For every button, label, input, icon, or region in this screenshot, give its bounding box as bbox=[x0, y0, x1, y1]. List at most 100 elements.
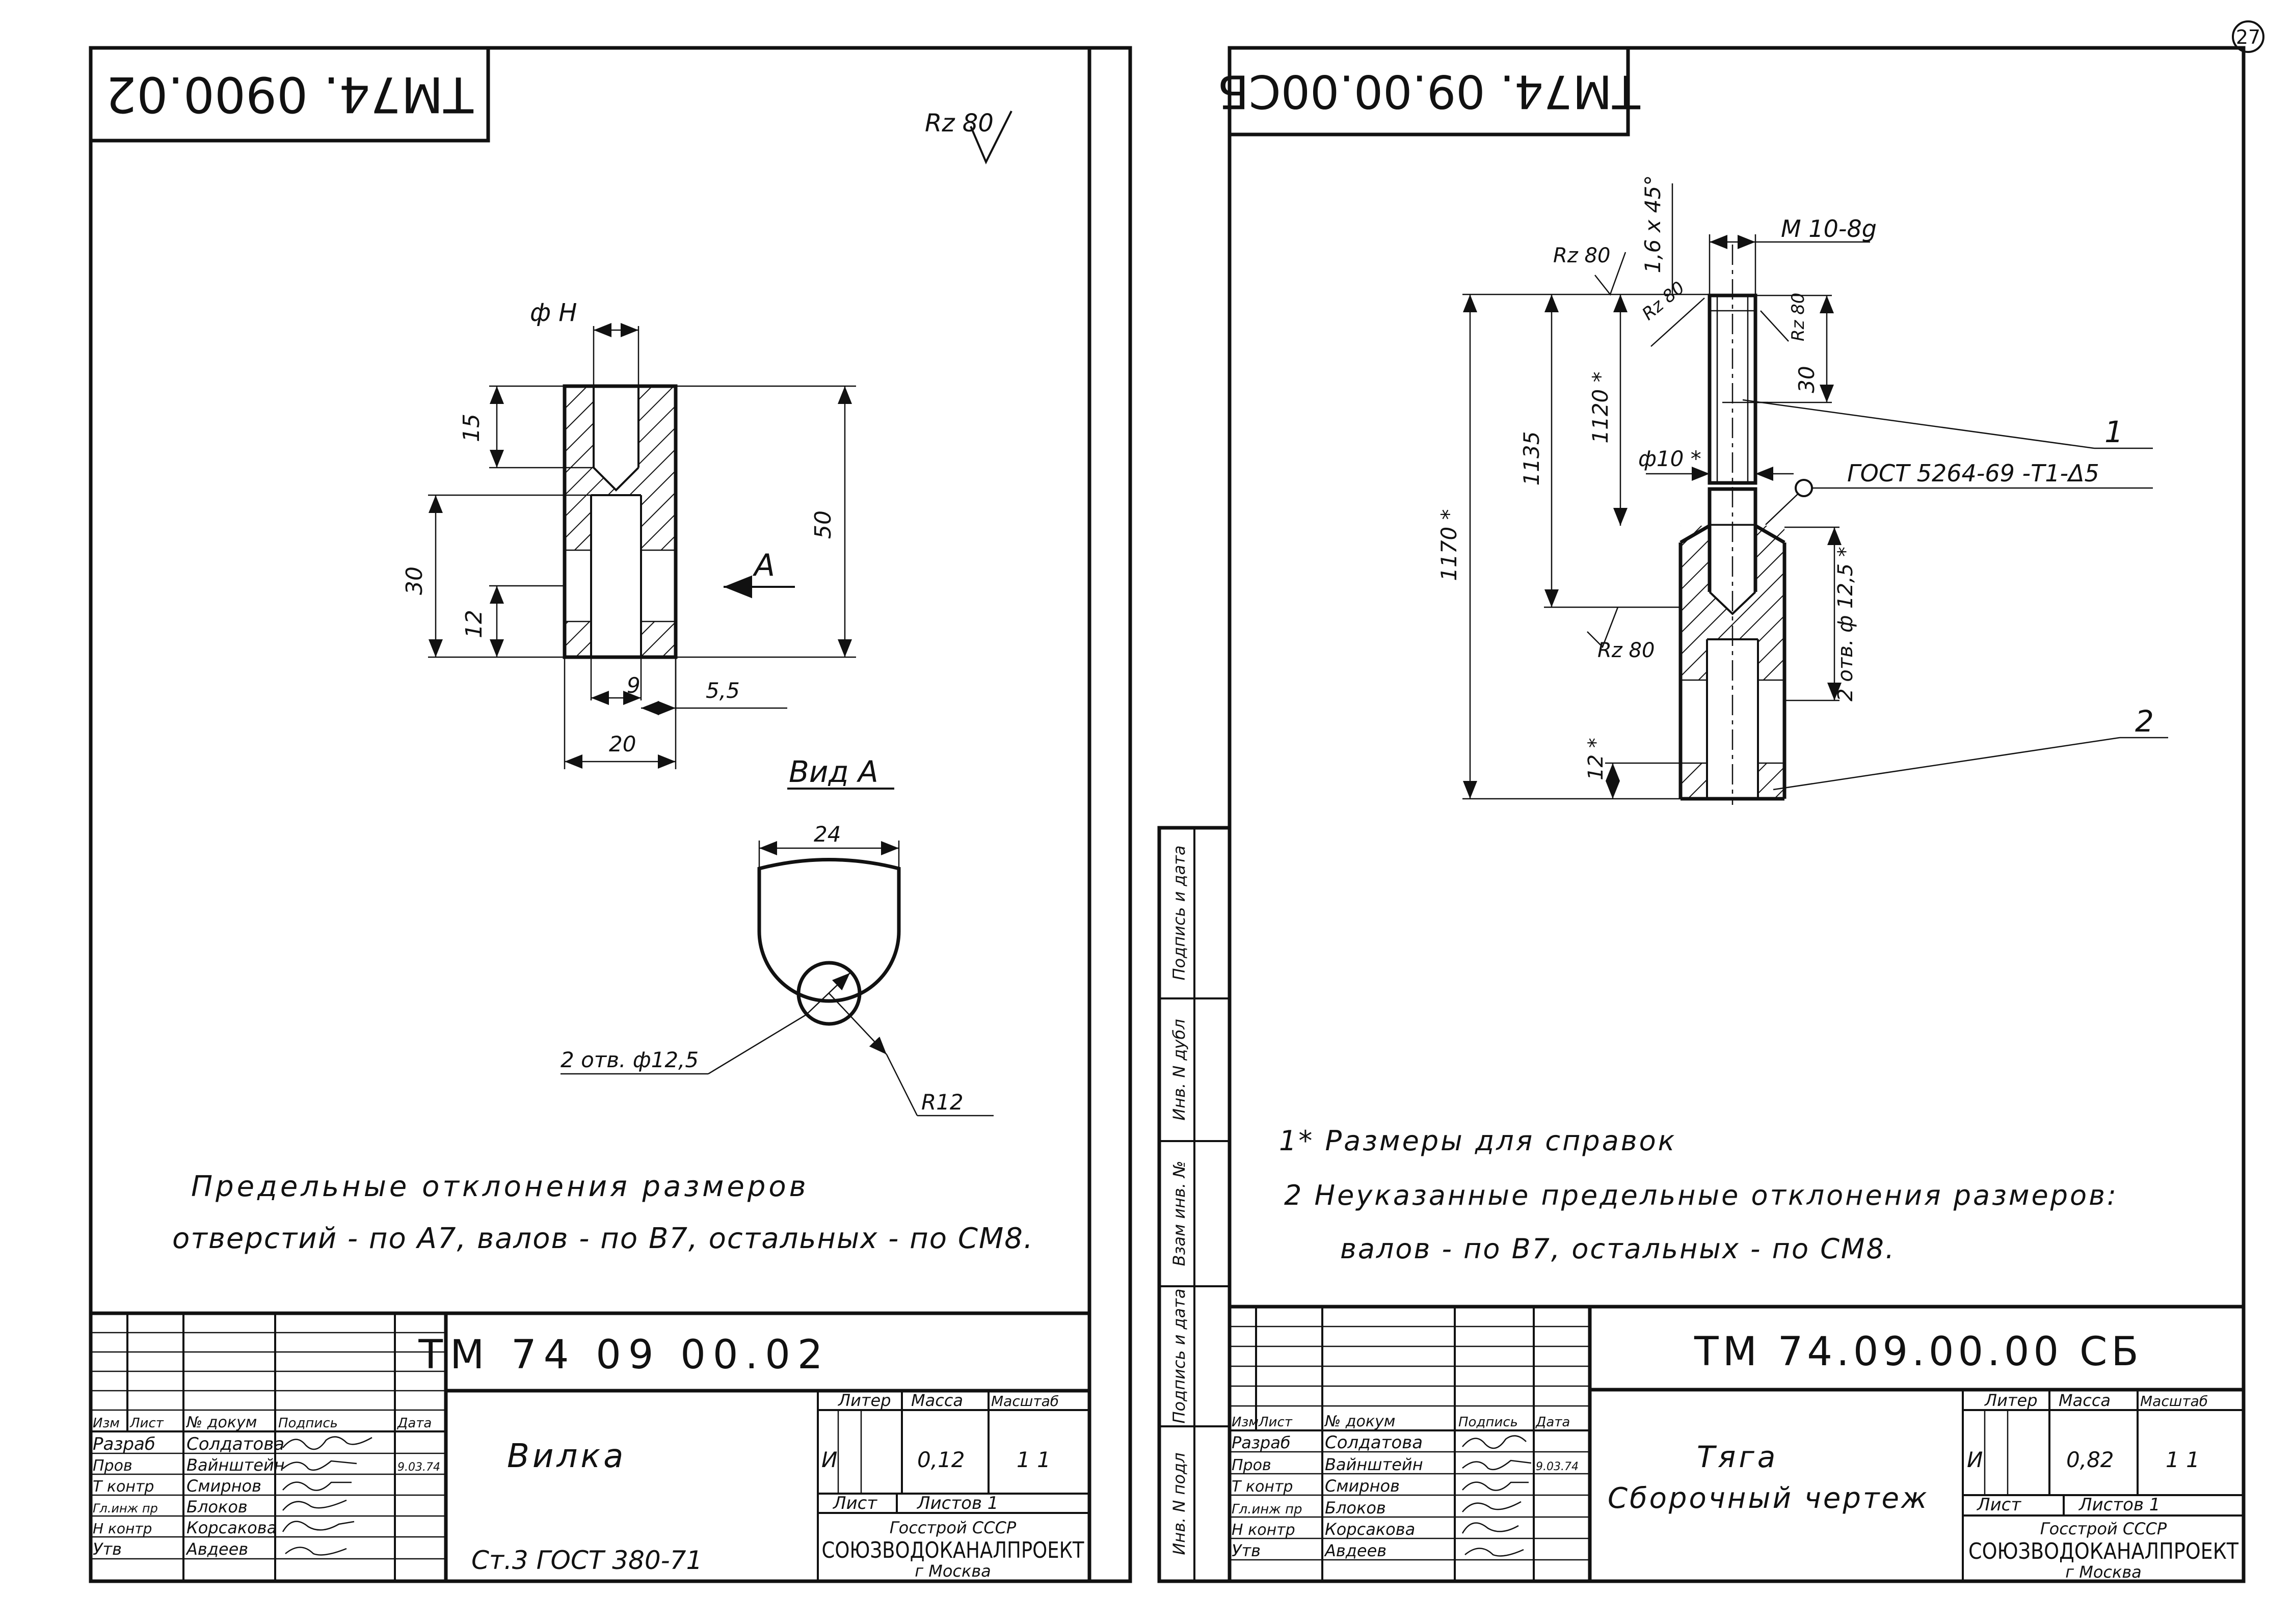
right-doc-number: ТМ 74.09.00.00 СБ bbox=[1694, 1329, 2143, 1375]
right-sheets-label: Листов 1 bbox=[2078, 1495, 2160, 1515]
left-title-block: ТМ 74 09 00.02 Вилка Ст.3 ГОСТ 380-71 Ли… bbox=[91, 1311, 1089, 1581]
dim-1135: 1135 bbox=[1519, 431, 1544, 486]
right-person-4: Блоков bbox=[1325, 1498, 1386, 1518]
dim-1170: 1170 * bbox=[1436, 509, 1461, 581]
rz-top: Rz 80 bbox=[1553, 244, 1610, 267]
left-note-line2: отверстий - по А7, валов - по В7, осталь… bbox=[172, 1222, 1034, 1255]
right-header-date: Дата bbox=[1535, 1415, 1570, 1430]
dim-thread: М 10-8g bbox=[1781, 215, 1877, 242]
rod-assembly bbox=[1678, 245, 1787, 805]
left-role-2: Пров bbox=[93, 1457, 132, 1475]
left-person-5: Корсакова bbox=[186, 1518, 277, 1537]
right-role-3: Т контр bbox=[1232, 1478, 1293, 1496]
pos-1: 1 bbox=[2104, 415, 2123, 449]
left-person-4: Блоков bbox=[186, 1497, 248, 1517]
view-a-hole bbox=[796, 961, 862, 1026]
left-header-sign: Подпись bbox=[278, 1416, 338, 1431]
dim-50: 50 bbox=[810, 510, 836, 539]
right-note-2b: валов - по В7, остальных - по СМ8. bbox=[1340, 1233, 1896, 1265]
pos-2: 2 bbox=[2135, 704, 2154, 739]
left-person-2: Вайнштейн bbox=[186, 1455, 285, 1475]
view-a-contour bbox=[757, 858, 901, 1003]
right-role-5: Н контр bbox=[1232, 1521, 1295, 1539]
right-part-name: Тяга bbox=[1697, 1440, 1778, 1474]
fork-dimensions: ф Н 15 50 30 12 9 5,5 bbox=[402, 299, 856, 769]
strip-label-inv-dup: Инв. N дубл bbox=[1169, 1019, 1189, 1120]
left-org-line2: СОЮЗВОДОКАНАЛПРОЕКТ bbox=[822, 1537, 1084, 1563]
dim-r12: R12 bbox=[921, 1090, 964, 1115]
left-lit-header: Литер bbox=[838, 1391, 891, 1410]
view-arrow-a: А bbox=[752, 548, 775, 583]
dim-9: 9 bbox=[627, 673, 641, 698]
dim-1120: 1120 * bbox=[1588, 371, 1613, 443]
right-sheet-label: Лист bbox=[1976, 1495, 2021, 1515]
left-sheets-label: Листов 1 bbox=[916, 1493, 998, 1513]
left-scale: 1 1 bbox=[1017, 1447, 1051, 1472]
right-stamp-text: ТМ74. 09.00.00СБ bbox=[1217, 65, 1641, 118]
weld-spec: ГОСТ 5264-69 -Т1-Δ5 bbox=[1847, 459, 2099, 487]
left-role-5: Н контр bbox=[93, 1520, 152, 1537]
rz-right: Rz 80 bbox=[1788, 292, 1808, 341]
right-role-6: Утв bbox=[1232, 1541, 1261, 1560]
page-number: 27 bbox=[2236, 26, 2260, 48]
strip-label-inv-orig: Инв. N подл bbox=[1169, 1452, 1189, 1555]
left-inverted-stamp bbox=[89, 46, 490, 143]
right-role-4: Гл.инж пр bbox=[1232, 1502, 1302, 1517]
roughness-symbol-icon bbox=[970, 111, 1012, 165]
right-date: 9.03.74 bbox=[1536, 1460, 1579, 1473]
right-role-2: Пров bbox=[1232, 1456, 1271, 1474]
left-roughness-label: Rz 80 bbox=[925, 109, 994, 138]
dim-phi10: ф10 * bbox=[1638, 446, 1701, 471]
view-a: Вид А 24 2 отв. ф12,5 R12 bbox=[561, 754, 994, 1117]
left-scale-header: Масштаб bbox=[991, 1393, 1059, 1410]
right-person-3: Смирнов bbox=[1325, 1476, 1400, 1496]
view-a-title: Вид А bbox=[789, 754, 878, 789]
left-doc-number: ТМ 74 09 00.02 bbox=[418, 1332, 830, 1378]
strip-label-sign-1: Подпись и дата bbox=[1169, 1288, 1189, 1423]
left-role-3: Т контр bbox=[93, 1478, 154, 1496]
right-frame bbox=[1228, 46, 2246, 1583]
dim-24: 24 bbox=[814, 822, 841, 847]
left-person-1: Солдатова bbox=[186, 1434, 284, 1454]
right-part-name-2: Сборочный чертеж bbox=[1608, 1482, 1929, 1515]
dim-5-5: 5,5 bbox=[706, 678, 740, 703]
left-part-name: Вилка bbox=[507, 1438, 626, 1475]
left-lit: И bbox=[821, 1447, 837, 1472]
dim-12-right: 12 * bbox=[1584, 738, 1608, 780]
right-header-izm: Изм bbox=[1232, 1415, 1259, 1430]
right-inverted-stamp bbox=[1228, 46, 1630, 137]
left-material: Ст.3 ГОСТ 380-71 bbox=[471, 1546, 702, 1575]
dim-15: 15 bbox=[459, 414, 485, 442]
right-org-line3: г Москва bbox=[2065, 1562, 2142, 1582]
right-mass: 0,82 bbox=[2066, 1447, 2114, 1472]
dim-30: 30 bbox=[402, 566, 428, 595]
right-org-line2: СОЮЗВОДОКАНАЛПРОЕКТ bbox=[1968, 1538, 2238, 1564]
left-role-6: Утв bbox=[93, 1539, 122, 1559]
right-lit-header: Литер bbox=[1984, 1391, 2038, 1410]
right-note-1: 1* Размеры для справок bbox=[1279, 1125, 1676, 1157]
right-note-2a: 2 Неуказанные предельные отклонения разм… bbox=[1284, 1179, 2118, 1211]
side-strip: Инв. N подл Подпись и дата Взам инв. № И… bbox=[1087, 46, 1232, 1583]
left-mass: 0,12 bbox=[917, 1447, 965, 1472]
fork-section-view bbox=[563, 384, 678, 659]
dim-20: 20 bbox=[609, 732, 636, 756]
right-scale-header: Масштаб bbox=[2140, 1393, 2208, 1410]
left-note-line1: Предельные отклонения размеров bbox=[191, 1170, 809, 1203]
left-header-date: Дата bbox=[397, 1416, 432, 1431]
left-person-3: Смирнов bbox=[186, 1476, 261, 1496]
right-header-sign: Подпись bbox=[1458, 1415, 1518, 1430]
right-header-list: Лист bbox=[1258, 1415, 1293, 1430]
rz-left: Rz 80 bbox=[1638, 278, 1689, 324]
left-org-line3: г Москва bbox=[915, 1561, 991, 1581]
right-signatures-icon bbox=[1461, 1435, 1532, 1557]
left-date: 9.03.74 bbox=[397, 1461, 440, 1474]
right-org-line1: Госстрой СССР bbox=[2040, 1519, 2167, 1538]
left-header-list: Лист bbox=[129, 1416, 164, 1431]
right-person-1: Солдатова bbox=[1325, 1432, 1423, 1453]
right-mass-header: Масса bbox=[2059, 1391, 2111, 1410]
dim-holes: 2 отв. ф12,5 bbox=[561, 1047, 699, 1072]
left-role-1: Разраб bbox=[93, 1434, 155, 1454]
rz-bottom: Rz 80 bbox=[1597, 639, 1655, 662]
left-org-line1: Госстрой СССР bbox=[890, 1518, 1017, 1537]
right-sheet: ТМ74. 09.00.00СБ bbox=[1217, 46, 2246, 1583]
